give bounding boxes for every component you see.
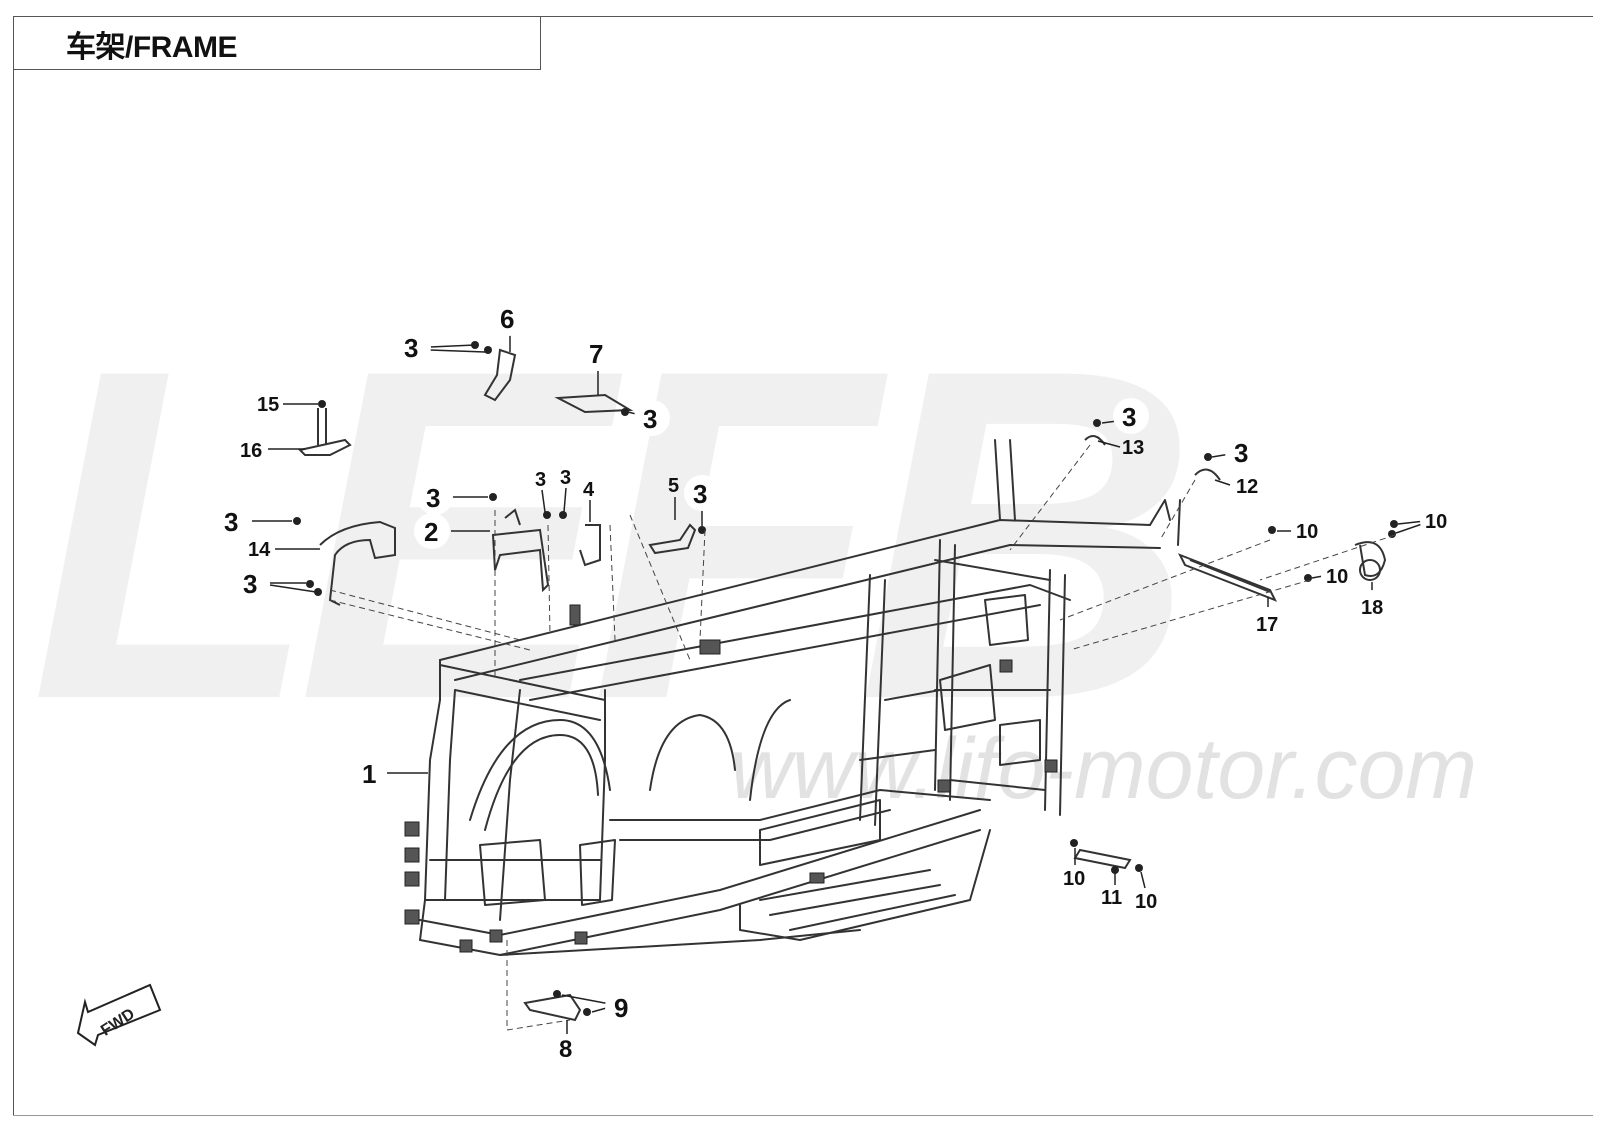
callout-17-circle — [1251, 607, 1285, 641]
callout-3d: 3 — [243, 569, 257, 599]
callout-12: 12 — [1236, 476, 1258, 498]
callout-3e: 3 — [426, 483, 440, 513]
watermark-url: www.lifo-motor.com — [730, 721, 1478, 817]
callout-10e: 10 — [1135, 891, 1157, 913]
border-bottom — [13, 1115, 1593, 1116]
callout-10c: 10 — [1326, 566, 1348, 588]
callout-3c: 3 — [224, 507, 238, 537]
callout-3a: 3 — [404, 333, 418, 363]
callout-12-circle — [1231, 469, 1265, 503]
callout-10b: 10 — [1425, 511, 1447, 533]
callout-3i-circle — [1113, 398, 1149, 434]
callout-3i: 3 — [1122, 402, 1136, 432]
callout-3f: 3 — [535, 469, 546, 491]
callout-9-circle — [605, 989, 641, 1025]
callout-15: 15 — [257, 394, 279, 416]
callout-3d-circle — [234, 565, 270, 601]
callout-13: 13 — [1122, 437, 1144, 459]
fwd-arrow-icon — [76, 983, 162, 1047]
callout-2-circle — [414, 513, 450, 549]
callout-3c-circle — [215, 503, 251, 539]
callout-8: 8 — [559, 1036, 572, 1063]
assembly-lines — [329, 444, 1396, 1031]
callout-10b-circle — [1420, 504, 1454, 538]
callout-3j-circle — [1225, 434, 1261, 470]
callout-7: 7 — [589, 339, 603, 369]
callout-3e-circle — [417, 479, 453, 515]
callout-3b: 3 — [643, 404, 657, 434]
callout-1: 1 — [362, 759, 376, 789]
callout-9: 9 — [614, 993, 628, 1023]
callout-10d: 10 — [1063, 868, 1085, 890]
callout-10a-circle — [1291, 514, 1325, 548]
callout-10c-circle — [1321, 559, 1355, 593]
callout-3g: 3 — [560, 467, 571, 489]
callout-11: 11 — [1101, 887, 1122, 909]
callout-3b-circle — [634, 400, 670, 436]
callout-10a: 10 — [1296, 521, 1318, 543]
callout-2: 2 — [424, 517, 438, 547]
loose-parts — [298, 348, 1387, 1022]
callouts: 1 2 3 3 3 3 3 3 3 3 3 3 4 5 — [215, 300, 1454, 1063]
callout-6-circle — [491, 300, 527, 336]
frame-mounts — [404, 604, 1058, 953]
callout-3a-circle — [395, 329, 431, 365]
callout-4: 4 — [583, 479, 595, 501]
callout-18: 18 — [1361, 597, 1383, 619]
callout-3h: 3 — [693, 479, 707, 509]
callout-17: 17 — [1256, 614, 1278, 636]
callout-3j: 3 — [1234, 438, 1248, 468]
callout-7-circle — [580, 335, 616, 371]
callout-6: 6 — [500, 304, 514, 334]
title-box — [13, 16, 541, 70]
border-left — [13, 16, 14, 1116]
callout-5: 5 — [668, 475, 679, 497]
callout-18-circle — [1356, 590, 1390, 624]
page-title: 车架/FRAME — [66, 31, 238, 64]
main-frame — [419, 439, 1181, 956]
bolts — [293, 341, 1398, 1016]
border-top — [13, 16, 1593, 17]
callout-16: 16 — [240, 440, 262, 462]
callout-3h-circle — [684, 475, 720, 511]
callout-14: 14 — [248, 539, 271, 561]
